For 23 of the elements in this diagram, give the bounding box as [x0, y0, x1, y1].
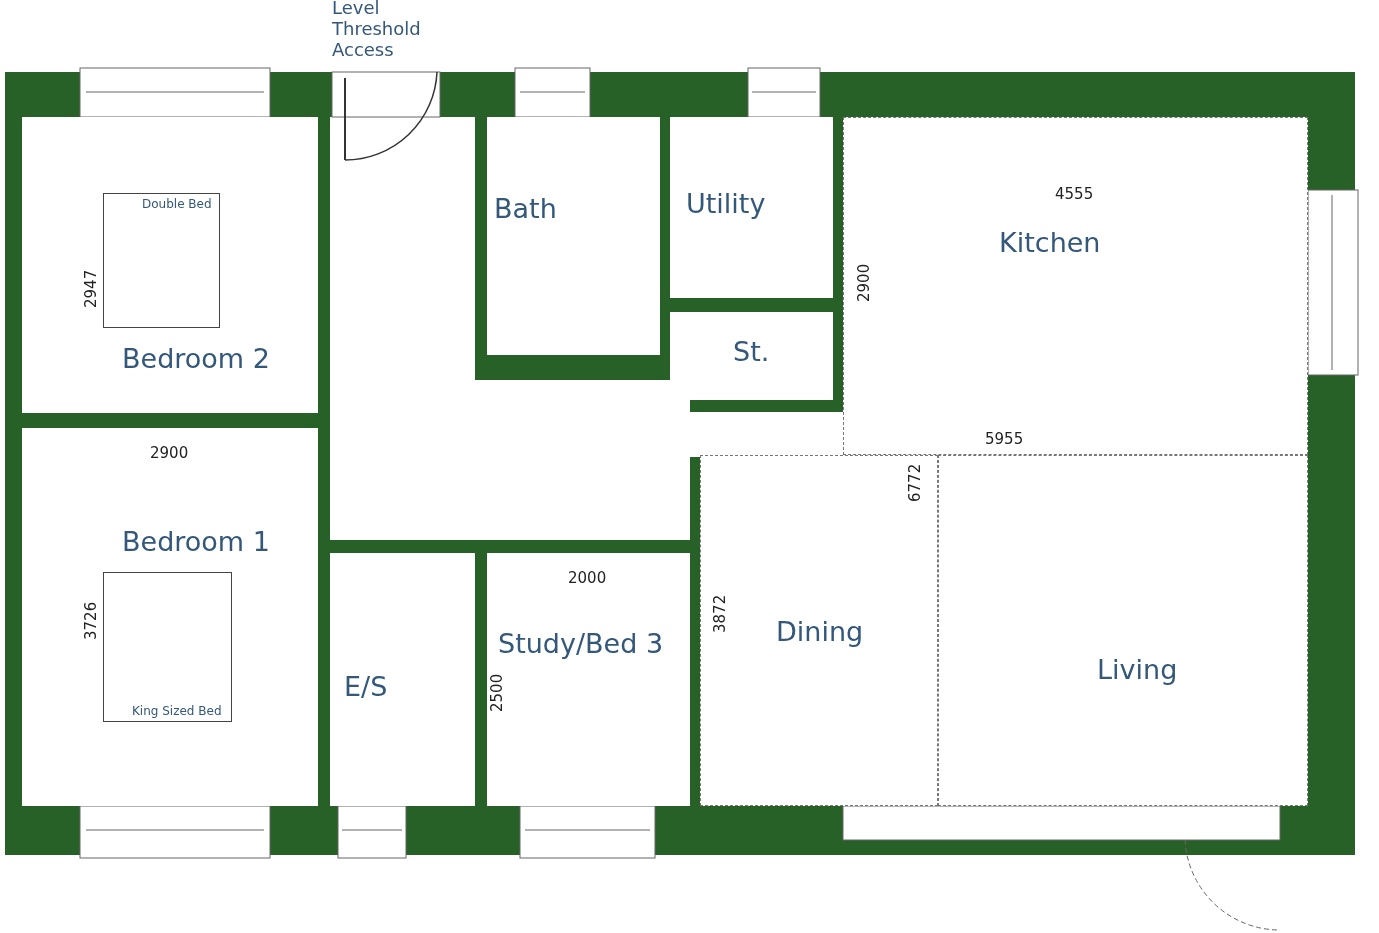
room-label: E/S: [344, 673, 388, 700]
room-label: Kitchen: [999, 229, 1101, 256]
dimension-label: 2500: [490, 673, 505, 712]
room-label: Utility: [686, 190, 766, 217]
dimension-label: 3726: [84, 601, 99, 640]
dimension-label: 2900: [150, 446, 189, 461]
dimension-label: 2900: [857, 263, 872, 302]
dimension-label: 3872: [713, 594, 728, 633]
annotation-text: Level Threshold Access: [332, 0, 422, 60]
bed-label: Double Bed: [142, 198, 212, 210]
room-label: St.: [733, 338, 770, 365]
dimension-label: 6772: [908, 463, 923, 502]
dimension-label: 4555: [1055, 187, 1094, 202]
dimension-label: 2947: [84, 269, 99, 308]
room-label: Study/Bed 3: [498, 630, 664, 657]
dimension-label: 2000: [568, 571, 607, 586]
room-label: Bedroom 2: [122, 345, 270, 372]
dimension-label: 5955: [985, 432, 1024, 447]
bed-label: King Sized Bed: [132, 705, 222, 717]
room-label: Living: [1097, 656, 1178, 683]
room-label: Bedroom 1: [122, 528, 270, 555]
room-label: Dining: [776, 618, 864, 645]
room-label: Bath: [494, 195, 557, 222]
